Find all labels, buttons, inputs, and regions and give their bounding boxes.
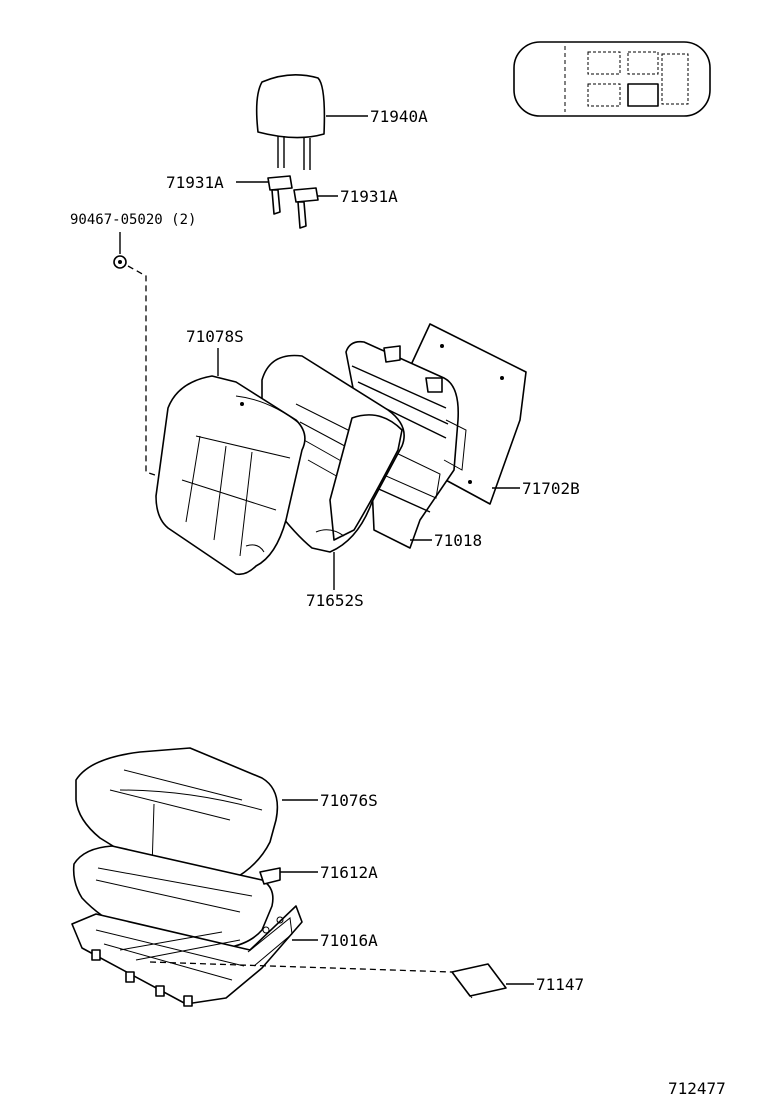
figure-number: 712477 xyxy=(668,1079,726,1098)
label-71076s: 71076S xyxy=(320,791,378,810)
label-71078s: 71078S xyxy=(186,327,244,346)
vehicle-locator-icon xyxy=(513,41,711,117)
cushion-frame xyxy=(71,905,303,1007)
label-71016a: 71016A xyxy=(320,931,378,950)
screw xyxy=(113,232,127,269)
seatback-cover xyxy=(155,375,306,576)
label-screw: 90467-05020 (2) xyxy=(70,212,196,228)
seatback-pad xyxy=(261,354,405,553)
label-71612a: 71612A xyxy=(320,863,378,882)
label-71931a-right: 71931A xyxy=(340,187,398,206)
spring-pad xyxy=(451,963,507,999)
label-71702b: 71702B xyxy=(522,479,580,498)
label-71147: 71147 xyxy=(536,975,584,994)
label-71940a: 71940A xyxy=(370,107,428,126)
label-71652s: 71652S xyxy=(306,591,364,610)
label-71018: 71018 xyxy=(434,531,482,550)
headrest-support-left xyxy=(267,175,293,215)
label-71931a-left: 71931A xyxy=(166,173,224,192)
headrest xyxy=(255,74,326,170)
headrest-support-right xyxy=(293,187,319,229)
